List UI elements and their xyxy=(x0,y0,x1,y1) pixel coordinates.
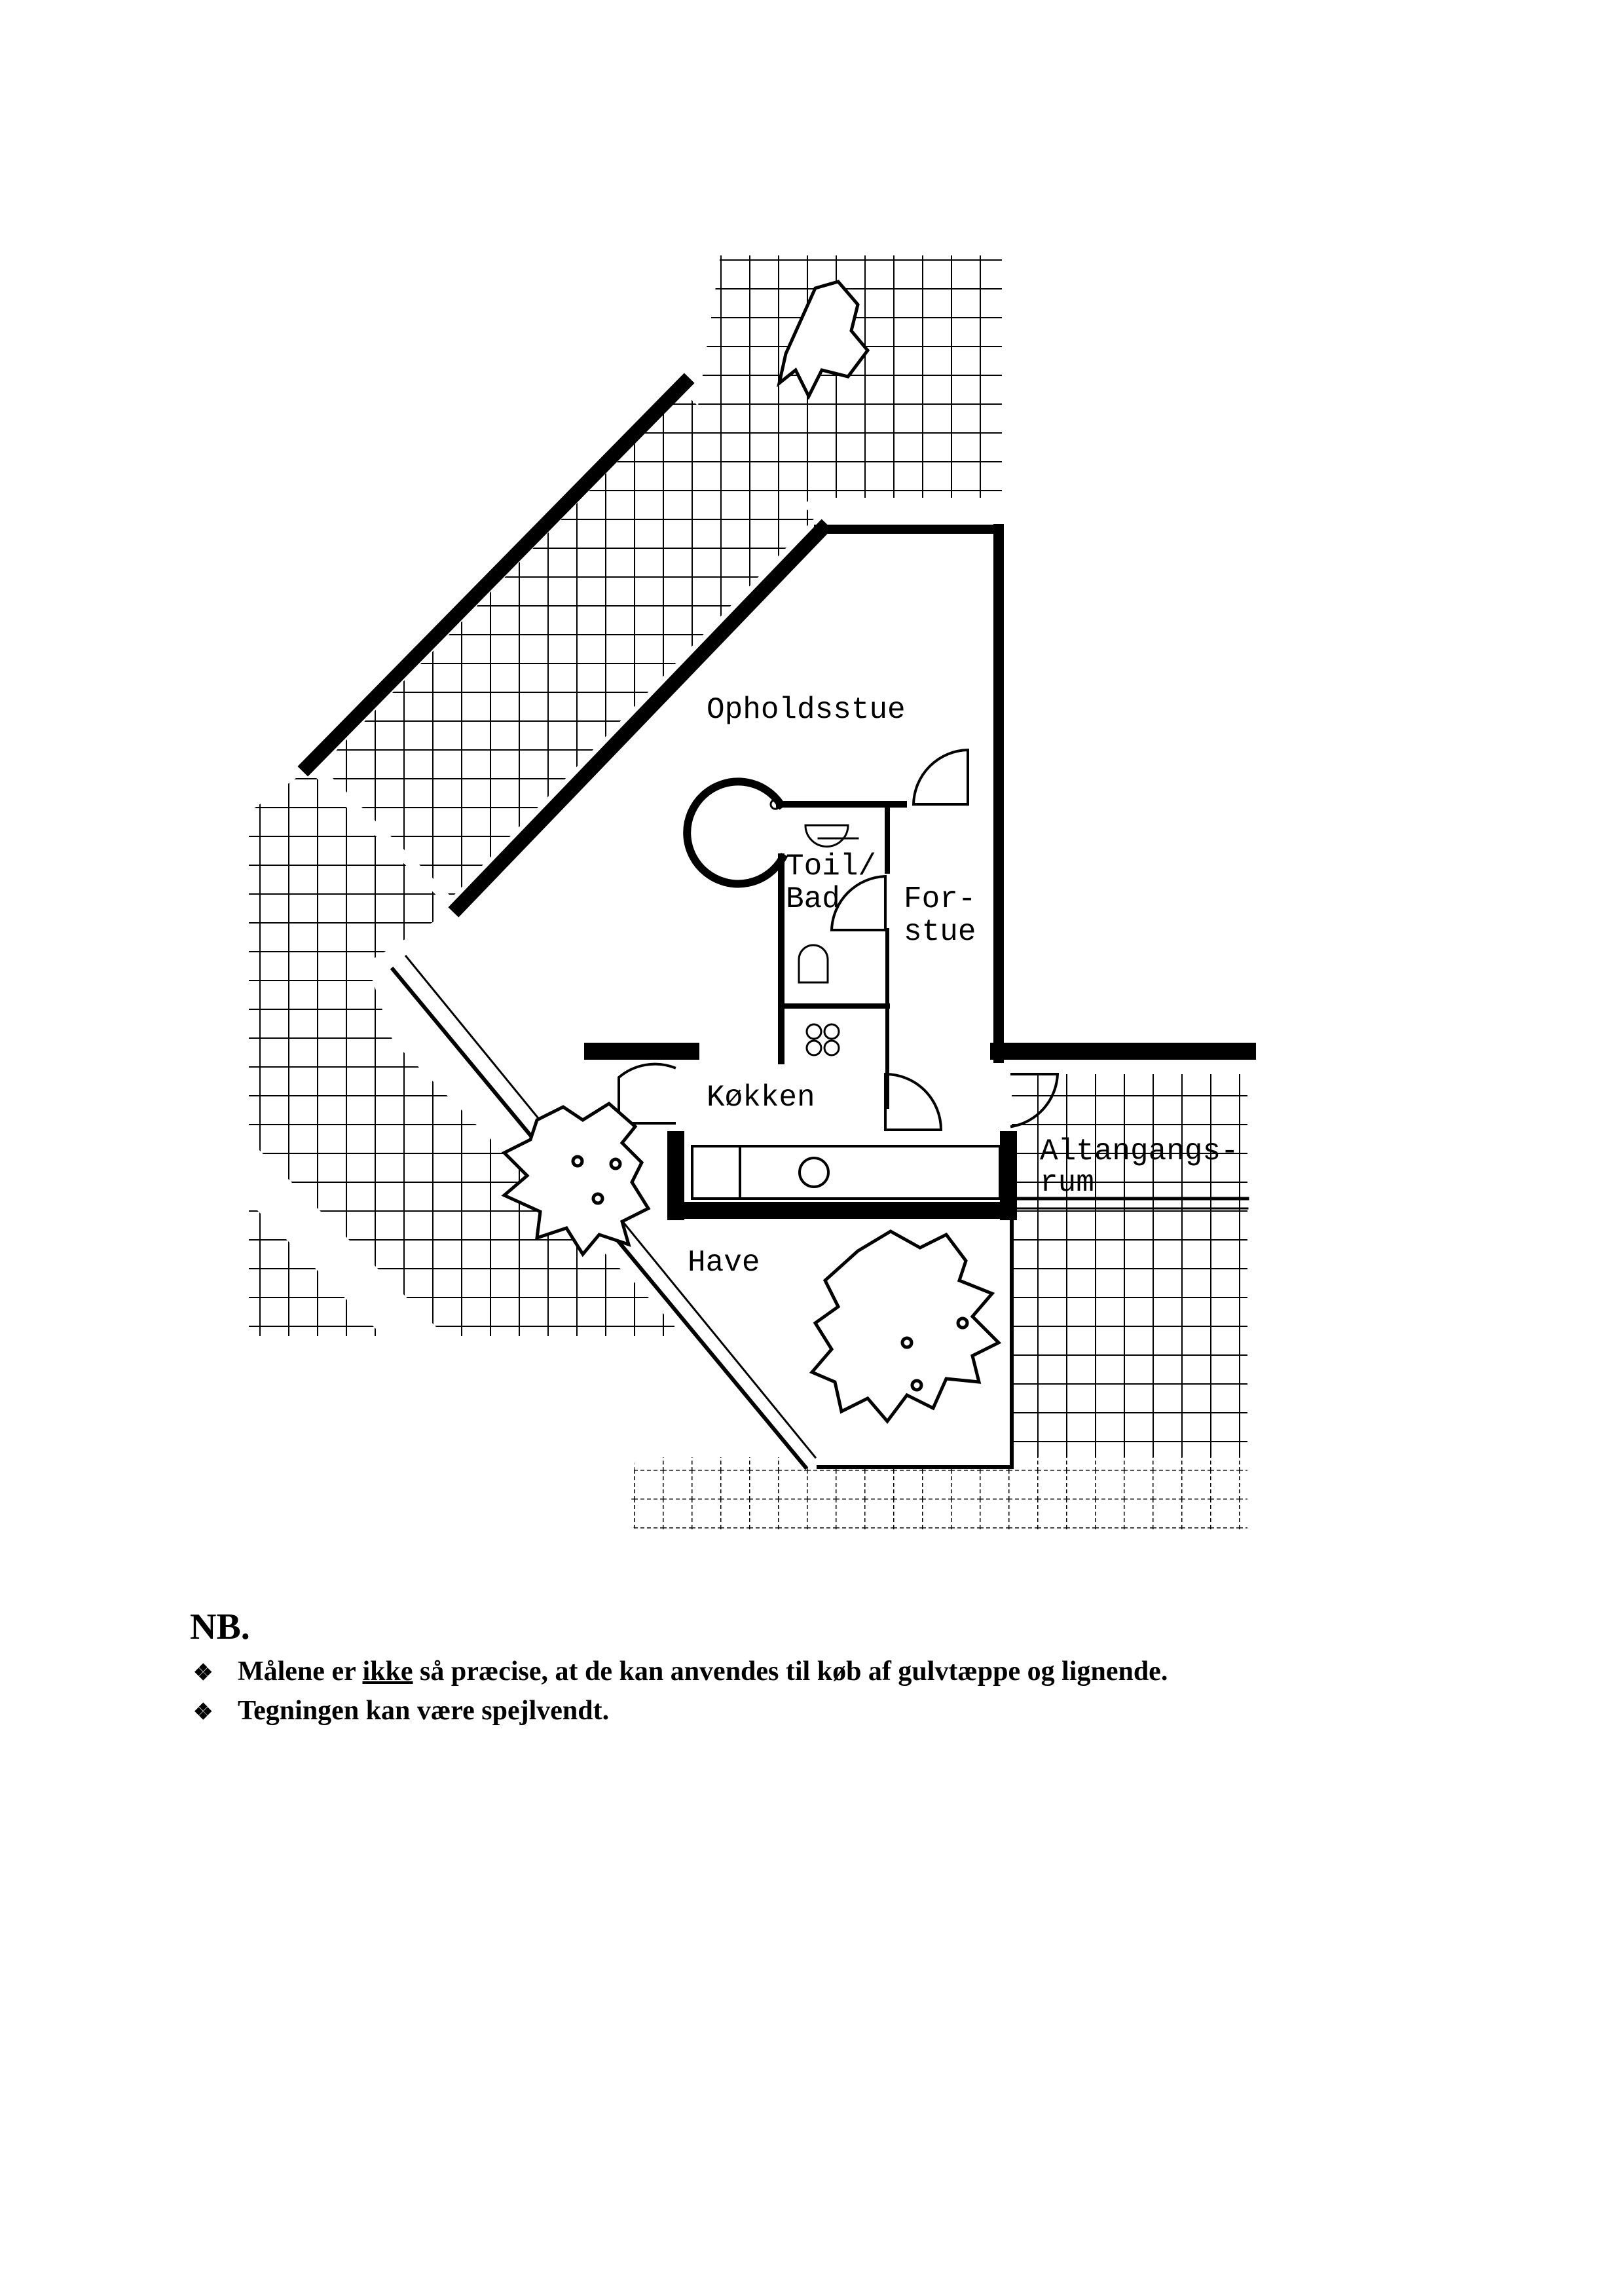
room-label-balcony-2: rum xyxy=(1040,1166,1094,1200)
tree-icon xyxy=(501,1101,651,1258)
room-label-bathroom-1: Toil/ xyxy=(786,849,876,884)
tree-icon xyxy=(777,280,870,400)
note-item: ❖ Tegningen kan være spejlvendt. xyxy=(193,1695,609,1726)
diamond-cluster-icon: ❖ xyxy=(193,1700,213,1725)
room-label-garden: Have xyxy=(688,1246,760,1280)
note-item: ❖ Målene er ikke så præcise, at de kan a… xyxy=(193,1656,1168,1687)
diamond-cluster-icon: ❖ xyxy=(193,1661,213,1685)
interior-area xyxy=(458,527,1012,1136)
note-text-start: Målene er xyxy=(238,1656,363,1687)
room-label-living-room: Opholdsstue xyxy=(707,693,906,727)
note-text: Tegningen kan være spejlvendt. xyxy=(238,1696,610,1726)
note-text: Målene er ikke så præcise, at de kan anv… xyxy=(238,1656,1168,1687)
room-label-hallway-2: stue xyxy=(904,915,976,949)
room-label-balcony-1: Altangangs- xyxy=(1040,1134,1239,1168)
tree-icon xyxy=(809,1229,1002,1424)
note-text-end: så præcise, at de kan anvendes til køb a… xyxy=(413,1656,1168,1687)
paving-grid xyxy=(249,255,1247,1529)
room-label-hallway-1: For- xyxy=(904,882,976,916)
notes-heading: NB. xyxy=(190,1607,250,1647)
room-label-bathroom-2: Bad xyxy=(786,882,840,916)
note-emphasis: ikke xyxy=(362,1656,413,1687)
room-label-kitchen: Køkken xyxy=(707,1081,815,1115)
